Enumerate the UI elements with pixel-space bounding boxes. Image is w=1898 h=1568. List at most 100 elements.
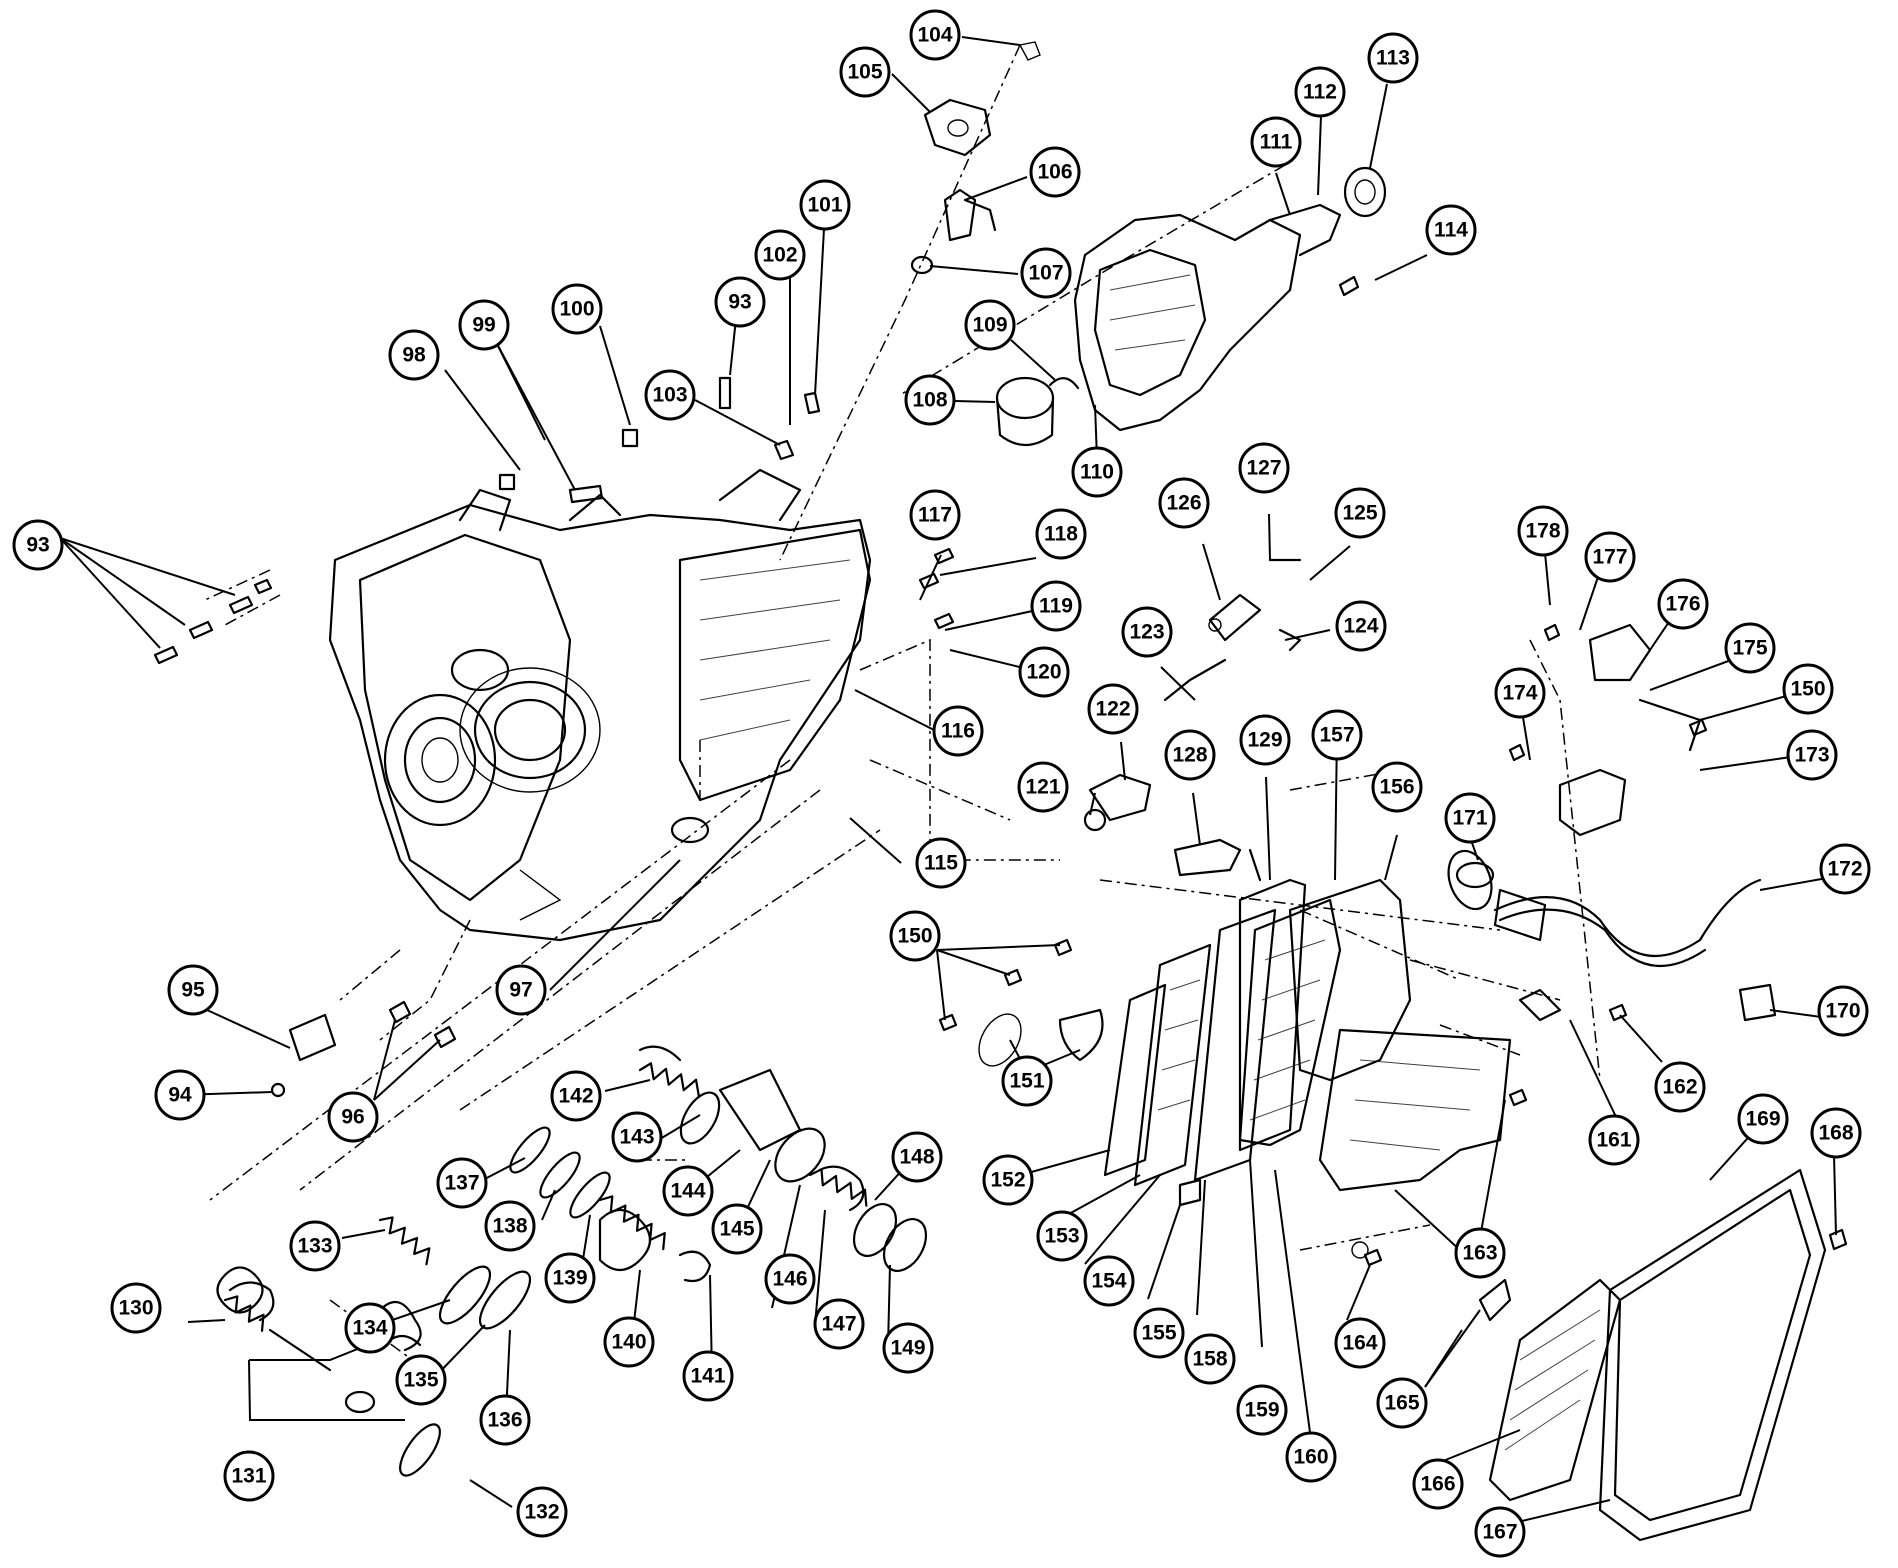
svg-text:161: 161 xyxy=(1596,1129,1631,1152)
callout-167: 167 xyxy=(1474,1506,1526,1558)
svg-text:109: 109 xyxy=(972,314,1007,337)
callout-114: 114 xyxy=(1425,204,1477,256)
callouts: 93 93 94 95 96 97 98 99 100 101 102 103 … xyxy=(12,9,1871,1558)
svg-text:122: 122 xyxy=(1095,698,1130,721)
callout-143: 143 xyxy=(611,1111,663,1163)
svg-text:175: 175 xyxy=(1732,637,1767,660)
callout-148: 148 xyxy=(891,1131,943,1183)
svg-text:105: 105 xyxy=(847,61,882,84)
callout-145: 145 xyxy=(711,1203,763,1255)
svg-text:93: 93 xyxy=(26,534,49,557)
callout-109: 109 xyxy=(964,299,1016,351)
svg-text:131: 131 xyxy=(231,1465,266,1488)
svg-text:107: 107 xyxy=(1028,262,1063,285)
svg-text:128: 128 xyxy=(1172,744,1207,767)
callout-93: 93 xyxy=(714,276,766,328)
callout-120: 120 xyxy=(1018,646,1070,698)
svg-text:174: 174 xyxy=(1502,682,1537,705)
svg-text:129: 129 xyxy=(1247,729,1282,752)
callout-116: 116 xyxy=(932,705,984,757)
callout-144: 144 xyxy=(662,1165,714,1217)
svg-text:116: 116 xyxy=(941,720,975,743)
callout-137: 137 xyxy=(436,1157,488,1209)
callout-168: 168 xyxy=(1810,1107,1862,1159)
callout-129: 129 xyxy=(1239,714,1291,766)
svg-text:93: 93 xyxy=(728,291,751,314)
solenoid-and-wiring xyxy=(1447,623,1777,1022)
callout-163: 163 xyxy=(1454,1227,1506,1279)
callout-99: 99 xyxy=(458,299,510,351)
callout-122: 122 xyxy=(1087,683,1139,735)
svg-text:144: 144 xyxy=(670,1180,705,1203)
callout-127: 127 xyxy=(1238,442,1290,494)
svg-text:141: 141 xyxy=(690,1365,725,1388)
svg-text:166: 166 xyxy=(1420,1473,1455,1496)
callout-123: 123 xyxy=(1121,606,1173,658)
callout-125: 125 xyxy=(1334,487,1386,539)
svg-text:143: 143 xyxy=(619,1126,654,1149)
svg-text:163: 163 xyxy=(1462,1242,1497,1265)
svg-text:140: 140 xyxy=(611,1331,646,1354)
svg-text:158: 158 xyxy=(1192,1348,1227,1371)
svg-text:96: 96 xyxy=(341,1106,364,1129)
callout-159: 159 xyxy=(1236,1384,1288,1436)
callout-141: 141 xyxy=(682,1350,734,1402)
callout-119: 119 xyxy=(1030,580,1082,632)
callout-153: 153 xyxy=(1036,1210,1088,1262)
callout-151: 151 xyxy=(1001,1055,1053,1107)
callout-104: 104 xyxy=(909,9,961,61)
callout-98: 98 xyxy=(388,329,440,381)
svg-text:117: 117 xyxy=(918,504,952,527)
callout-100: 100 xyxy=(551,283,603,335)
callout-117: 117 xyxy=(909,489,961,541)
extension-housing xyxy=(1073,166,1387,432)
svg-text:154: 154 xyxy=(1091,1270,1126,1293)
svg-text:153: 153 xyxy=(1044,1225,1079,1248)
callout-147: 147 xyxy=(813,1298,865,1350)
callout-131: 131 xyxy=(223,1450,275,1502)
callout-94: 94 xyxy=(154,1069,206,1121)
callout-169: 169 xyxy=(1737,1093,1789,1145)
svg-text:138: 138 xyxy=(492,1215,527,1238)
svg-text:133: 133 xyxy=(297,1235,332,1258)
callout-112: 112 xyxy=(1294,66,1346,118)
callout-164: 164 xyxy=(1334,1317,1386,1369)
callout-139: 139 xyxy=(544,1252,596,1304)
svg-text:97: 97 xyxy=(509,979,532,1002)
callout-161: 161 xyxy=(1588,1114,1640,1166)
callout-162: 162 xyxy=(1654,1061,1706,1113)
svg-text:119: 119 xyxy=(1039,595,1073,618)
callout-175: 175 xyxy=(1724,622,1776,674)
callout-156: 156 xyxy=(1371,761,1423,813)
svg-text:150: 150 xyxy=(897,925,932,948)
callout-140: 140 xyxy=(603,1316,655,1368)
svg-text:159: 159 xyxy=(1244,1399,1279,1422)
svg-text:150: 150 xyxy=(1790,678,1825,701)
callout-152: 152 xyxy=(982,1154,1034,1206)
callout-174: 174 xyxy=(1494,667,1546,719)
callout-93: 93 xyxy=(12,519,64,571)
callout-108: 108 xyxy=(904,374,956,426)
svg-text:169: 169 xyxy=(1745,1108,1780,1131)
svg-text:110: 110 xyxy=(1080,461,1114,484)
svg-text:135: 135 xyxy=(403,1369,438,1392)
svg-text:123: 123 xyxy=(1129,621,1164,644)
callout-158: 158 xyxy=(1184,1333,1236,1385)
svg-text:173: 173 xyxy=(1794,744,1829,767)
svg-text:149: 149 xyxy=(890,1337,925,1360)
svg-text:124: 124 xyxy=(1343,615,1378,638)
alignment-lines xyxy=(204,44,1601,1381)
svg-text:106: 106 xyxy=(1037,161,1072,184)
svg-text:176: 176 xyxy=(1665,593,1700,616)
callout-121: 121 xyxy=(1017,761,1069,813)
callout-150: 150 xyxy=(889,910,941,962)
fasteners xyxy=(153,275,1848,1267)
svg-text:132: 132 xyxy=(524,1501,559,1524)
callout-146: 146 xyxy=(764,1253,816,1305)
svg-text:103: 103 xyxy=(652,384,687,407)
svg-text:164: 164 xyxy=(1342,1332,1377,1355)
callout-95: 95 xyxy=(167,964,219,1016)
callout-155: 155 xyxy=(1133,1307,1185,1359)
manual-linkage-parts xyxy=(1083,558,1302,882)
